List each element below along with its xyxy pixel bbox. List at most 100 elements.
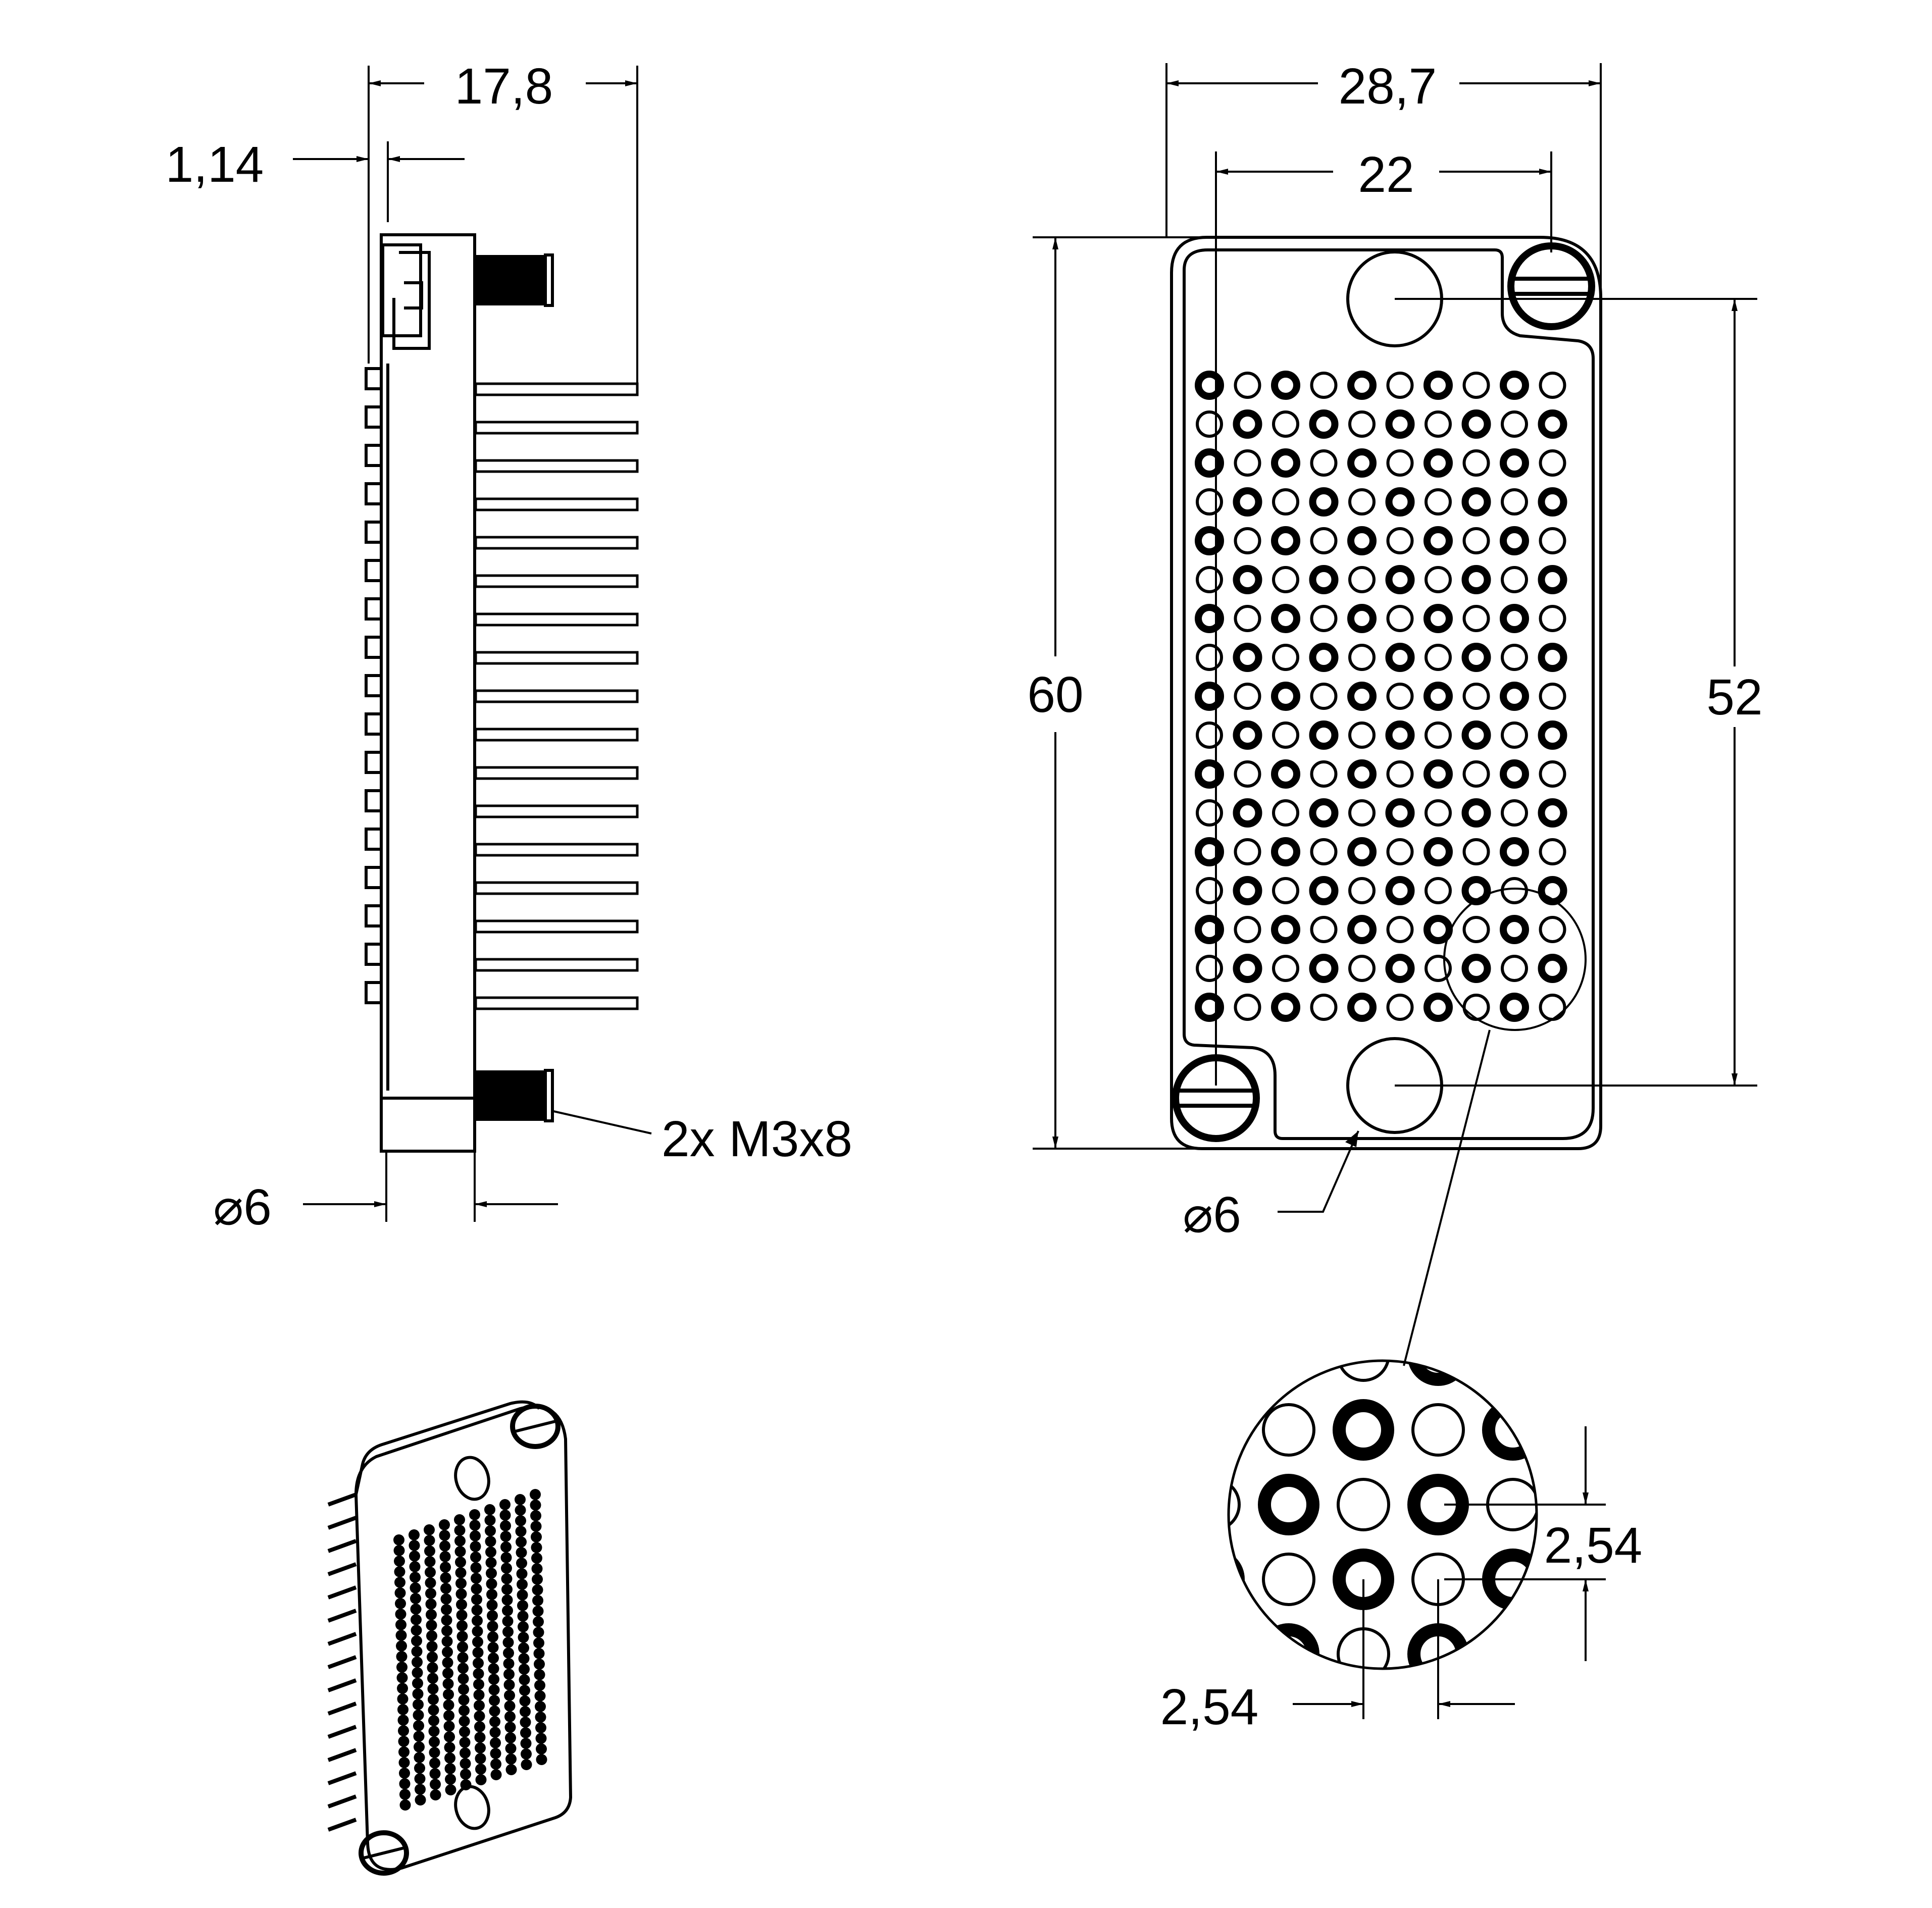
- side-contact: [365, 751, 383, 774]
- iso-contact: [429, 1758, 440, 1769]
- iso-contact: [535, 1701, 546, 1712]
- iso-contact: [518, 1632, 529, 1643]
- contact: [1538, 876, 1567, 905]
- iso-contact: [399, 1778, 411, 1789]
- iso-contact: [398, 1757, 410, 1768]
- iso-contact: [459, 1705, 470, 1716]
- iso-contact: [503, 1669, 515, 1680]
- iso-contact: [501, 1563, 512, 1574]
- iso-contact: [536, 1754, 547, 1765]
- iso-contact: [500, 1520, 511, 1531]
- iso-contact: [424, 1535, 435, 1546]
- contact: [1423, 993, 1453, 1022]
- iso-contact: [443, 1721, 455, 1732]
- side-contact: [365, 597, 383, 621]
- iso-contact: [428, 1705, 439, 1716]
- contact: [1196, 410, 1223, 438]
- contact: [1309, 409, 1339, 439]
- iso-contact: [500, 1531, 512, 1542]
- iso-contact: [415, 1784, 426, 1795]
- contact: [1195, 759, 1224, 789]
- iso-contact: [443, 1689, 454, 1700]
- contact: [1234, 916, 1261, 943]
- iso-contact: [518, 1653, 530, 1664]
- dim-text-22: 22: [1358, 146, 1414, 203]
- contact: [1309, 954, 1339, 983]
- iso-contact: [442, 1657, 453, 1668]
- contact: [1309, 720, 1339, 750]
- dim-pitch-vertical: [1444, 1426, 1606, 1661]
- contact: [1271, 759, 1300, 789]
- iso-contact: [411, 1625, 422, 1636]
- side-pin: [474, 958, 639, 972]
- iso-contact: [516, 1558, 527, 1569]
- iso-contact: [457, 1641, 468, 1653]
- iso-contact: [530, 1510, 541, 1521]
- iso-contact: [441, 1615, 452, 1626]
- iso-contact: [411, 1635, 422, 1646]
- contact: [1233, 720, 1262, 750]
- contact: [1425, 799, 1452, 827]
- iso-contact: [475, 1753, 486, 1764]
- iso-contact: [439, 1540, 450, 1552]
- dim-52: [1395, 298, 1757, 1087]
- iso-contact: [398, 1725, 409, 1736]
- iso-contact: [500, 1552, 512, 1563]
- iso-contact: [395, 1630, 407, 1641]
- iso-contact: [534, 1669, 545, 1680]
- contact: [1423, 759, 1453, 789]
- iso-contact: [440, 1572, 451, 1583]
- side-view-front-contacts: [365, 367, 383, 1004]
- iso-contact: [531, 1553, 542, 1564]
- iso-contact: [454, 1514, 465, 1525]
- dim-text-17-8: 17,8: [455, 58, 553, 115]
- contact: [1310, 527, 1338, 554]
- iso-contact: [394, 1556, 405, 1567]
- contact: [1234, 372, 1261, 399]
- contact: [1348, 721, 1376, 749]
- contact: [1195, 915, 1224, 944]
- screw-top: [476, 253, 554, 307]
- side-contact: [365, 981, 383, 1004]
- iso-contact: [488, 1663, 499, 1674]
- iso-contact: [395, 1598, 406, 1609]
- contact: [1348, 488, 1376, 515]
- contact: [1272, 799, 1299, 827]
- iso-contact: [444, 1763, 456, 1774]
- iso-contact: [454, 1546, 466, 1557]
- iso-contact: [425, 1577, 436, 1588]
- contact: [1233, 954, 1262, 983]
- side-contact: [365, 636, 383, 659]
- iso-plate-rim: [354, 1400, 541, 1495]
- side-contact: [365, 405, 383, 429]
- contact: [1233, 876, 1262, 905]
- iso-contact: [413, 1710, 424, 1721]
- contact: [1271, 604, 1300, 633]
- iso-contact: [473, 1689, 485, 1700]
- side-contact: [365, 828, 383, 851]
- iso-pin: [327, 1701, 357, 1716]
- contact: [1271, 448, 1300, 478]
- contact: [1500, 604, 1529, 633]
- dim-pitch-horizontal: [1293, 1579, 1515, 1719]
- iso-contact: [519, 1685, 530, 1696]
- iso-contact: [488, 1674, 499, 1685]
- contact: [1310, 760, 1338, 788]
- contact: [1234, 527, 1261, 554]
- iso-contact: [470, 1530, 481, 1541]
- iso-contact: [425, 1567, 436, 1578]
- iso-contact: [398, 1736, 410, 1747]
- contact: [1423, 526, 1453, 555]
- iso-pin: [327, 1725, 357, 1739]
- contact: [1539, 449, 1566, 477]
- contact: [1385, 720, 1415, 750]
- contact: [1425, 644, 1452, 671]
- contact: [1310, 916, 1338, 943]
- contact: [1196, 644, 1223, 671]
- contact: [1425, 877, 1452, 904]
- iso-contact: [396, 1651, 408, 1662]
- dim-hole-side: [303, 1151, 558, 1222]
- iso-contact: [396, 1672, 408, 1683]
- screw-label: 2x M3x8: [662, 1111, 852, 1167]
- iso-contact: [473, 1679, 484, 1690]
